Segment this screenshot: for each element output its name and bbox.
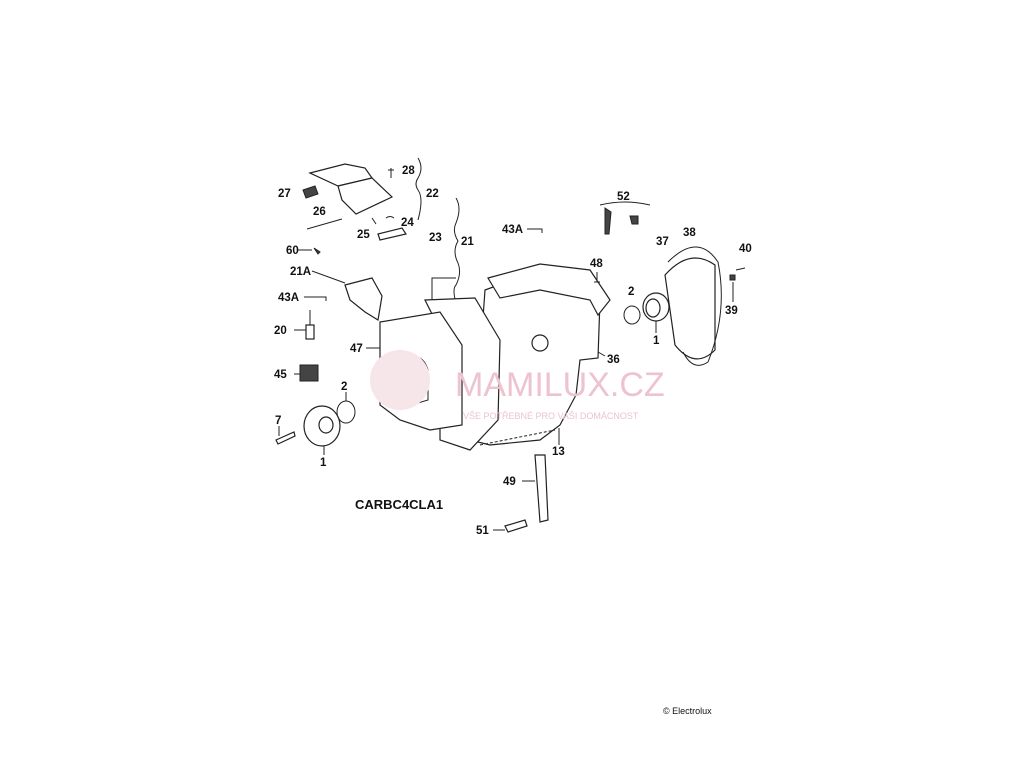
label-48: 48 — [590, 258, 603, 270]
left-parts — [275, 270, 383, 455]
panel-assembly — [298, 157, 461, 304]
label-60: 60 — [286, 245, 299, 257]
label-2-left: 2 — [341, 381, 347, 393]
label-2-right: 2 — [628, 286, 634, 298]
label-7: 7 — [275, 415, 281, 427]
label-20: 20 — [274, 325, 287, 337]
label-49: 49 — [503, 476, 516, 488]
label-40: 40 — [739, 243, 752, 255]
copyright: © Electrolux — [663, 706, 712, 716]
rear-parts — [493, 201, 746, 533]
diagram-code: CARBC4CLA1 — [355, 497, 443, 512]
label-47: 47 — [350, 343, 363, 355]
watermark-mascot — [370, 350, 430, 410]
watermark-tagline: VŠE POTŘEBNÉ PRO VAŠI DOMÁCNOST — [463, 411, 639, 421]
label-22: 22 — [426, 188, 439, 200]
label-13: 13 — [552, 446, 565, 458]
label-21a: 21A — [290, 266, 311, 278]
label-1-right: 1 — [653, 335, 660, 347]
label-28: 28 — [402, 165, 415, 177]
label-43a-left: 43A — [278, 292, 299, 304]
label-39: 39 — [725, 305, 738, 317]
label-23: 23 — [429, 232, 442, 244]
watermark-brand: MAMILUX.CZ — [455, 366, 665, 404]
label-21: 21 — [461, 236, 474, 248]
label-45: 45 — [274, 369, 287, 381]
label-25: 25 — [357, 229, 370, 241]
label-36: 36 — [607, 354, 620, 366]
watermark: MAMILUX.CZ VŠE POTŘEBNÉ PRO VAŠI DOMÁCNO… — [370, 350, 665, 421]
label-24: 24 — [401, 217, 414, 229]
label-26: 26 — [313, 206, 326, 218]
label-1-left: 1 — [320, 457, 327, 469]
label-27: 27 — [278, 188, 291, 200]
label-38: 38 — [683, 227, 696, 239]
label-52: 52 — [617, 191, 630, 203]
label-51: 51 — [476, 525, 489, 537]
label-43a-top: 43A — [502, 224, 523, 236]
label-37: 37 — [656, 236, 669, 248]
